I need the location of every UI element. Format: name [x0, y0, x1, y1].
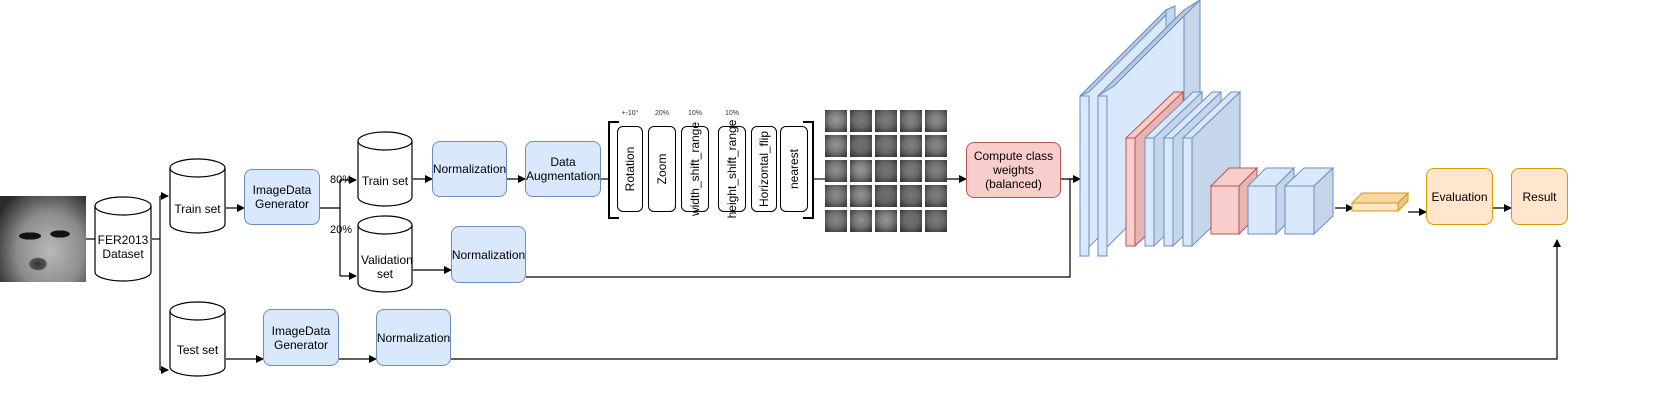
face-thumbnail: [850, 210, 872, 232]
compute-class-weights-label: Compute class weights (balanced): [973, 149, 1054, 191]
dense-layer-1: [1247, 185, 1277, 235]
conv-block-1-layer-2-front: [1079, 95, 1090, 257]
face-thumbnail: [825, 185, 847, 207]
augmentation-option-param: 20%: [654, 110, 669, 117]
augmentation-option-2: width_shift_range: [681, 122, 709, 216]
face-thumbnail: [850, 185, 872, 207]
face-thumbnail: [825, 135, 847, 157]
dataset-label: FER2013 Dataset: [97, 233, 149, 261]
face-thumbnail: [875, 210, 897, 232]
face-thumbnail: [925, 185, 947, 207]
augmentation-bracket: [608, 121, 814, 219]
normalization-validation: Normalization: [451, 226, 526, 283]
image-data-generator-train-label: ImageData Generator: [252, 183, 312, 211]
face-thumbnail: [925, 160, 947, 182]
compute-class-weights: Compute class weights (balanced): [966, 142, 1061, 198]
face-thumbnail: [900, 110, 922, 132]
validation-ratio: 20%: [330, 224, 353, 236]
pooling-layer-2: [1210, 185, 1240, 235]
evaluation: Evaluation: [1426, 168, 1493, 225]
train-set-label: Train set: [174, 202, 221, 216]
face-thumbnail: [925, 110, 947, 132]
augmentation-option-label: nearest: [787, 148, 801, 190]
augmentation-option-0: Rotation: [617, 126, 643, 212]
face-thumbnail: [875, 110, 897, 132]
augmentation-option-label: Rotation: [623, 146, 637, 192]
augmentation-option-label: Horizontal_flip: [757, 130, 771, 208]
dense-layer-2-side: [1313, 166, 1334, 236]
conv-block-2-layer-3: [1182, 137, 1193, 247]
train-subset-label: Train set: [361, 174, 409, 188]
face-thumbnail: [875, 160, 897, 182]
augmentation-option-param: +-10°: [621, 110, 639, 117]
face-thumbnail: [900, 210, 922, 232]
validation-subset-label: Validation set: [361, 253, 413, 281]
augmentation-option-param: 10%: [687, 110, 702, 117]
data-augmentation-label: Data Augmentation: [525, 155, 601, 183]
evaluation-label: Evaluation: [1431, 189, 1488, 204]
image-data-generator-train: ImageData Generator: [244, 169, 320, 225]
augmentation-option-1: Zoom: [648, 126, 676, 212]
face-thumbnail: [825, 160, 847, 182]
test-set-cylinder: Test set: [169, 301, 226, 377]
sample-face-image: [0, 196, 86, 282]
data-augmentation: Data Augmentation: [525, 141, 601, 197]
augmented-faces-grid: [825, 110, 947, 232]
face-thumbnail: [925, 135, 947, 157]
fer2013-dataset-cylinder: FER2013 Dataset: [94, 196, 152, 282]
pooling-layer-1: [1125, 137, 1136, 247]
face-thumbnail: [875, 185, 897, 207]
result-label: Result: [1522, 189, 1557, 204]
train-subset-cylinder: Train set: [357, 131, 413, 207]
normalization-train-label: Normalization: [432, 162, 507, 176]
cnn-architecture: [1079, 0, 1410, 258]
train-set-cylinder: Train set: [169, 158, 226, 234]
normalization-test: Normalization: [376, 309, 451, 366]
validation-subset-cylinder: Validation set: [357, 215, 413, 293]
face-thumbnail: [900, 160, 922, 182]
face-thumbnail: [850, 160, 872, 182]
face-thumbnail: [925, 210, 947, 232]
face-thumbnail: [850, 110, 872, 132]
face-thumbnail: [900, 135, 922, 157]
augmentation-option-5: nearest: [780, 126, 808, 212]
conv-block-2-layer-2: [1163, 137, 1174, 247]
augmentation-option-param: 10%: [724, 110, 739, 117]
output-layer: [1351, 202, 1399, 212]
normalization-train: Normalization: [432, 141, 507, 197]
conv-block-1-layer-2-top: [1097, 0, 1201, 97]
result: Result: [1511, 168, 1568, 225]
face-thumbnail: [900, 185, 922, 207]
augmentation-option-label: height_shift_range: [725, 119, 739, 219]
conv-block-2-layer-1: [1144, 137, 1155, 247]
face-thumbnail: [850, 135, 872, 157]
face-thumbnail: [825, 210, 847, 232]
train-ratio: 80%: [330, 174, 353, 186]
test-set-label: Test set: [176, 343, 219, 357]
face-thumbnail: [875, 135, 897, 157]
dense-layer-2: [1284, 185, 1315, 235]
image-data-generator-test-label: ImageData Generator: [271, 323, 331, 352]
face-thumbnail: [825, 110, 847, 132]
normalization-validation-label: Normalization: [451, 247, 526, 262]
augmentation-option-label: width_shift_range: [688, 121, 702, 217]
normalization-test-label: Normalization: [376, 330, 451, 345]
image-data-generator-test: ImageData Generator: [263, 309, 339, 366]
augmentation-option-3: height_shift_range: [718, 120, 746, 218]
augmentation-option-4: Horizontal_flip: [751, 126, 777, 212]
output-layer-side: [1397, 191, 1409, 213]
conv-block-1-layer-2-edge: [1097, 95, 1108, 257]
augmentation-option-label: Zoom: [655, 153, 669, 185]
